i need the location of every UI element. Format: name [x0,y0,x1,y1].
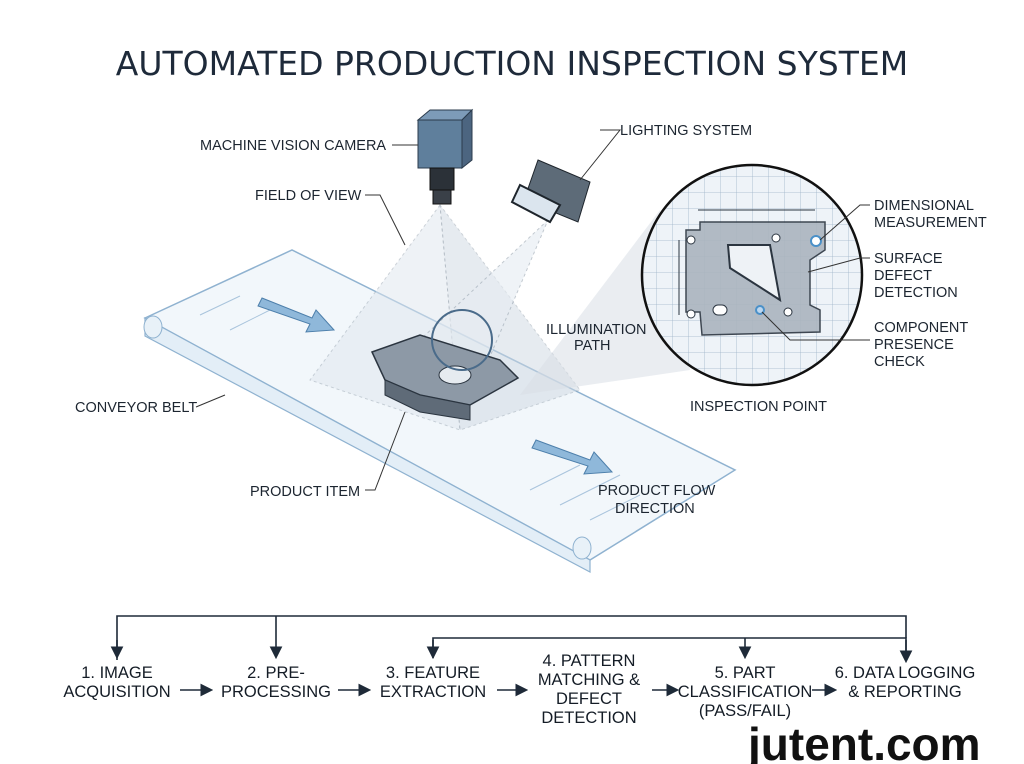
component-presence-label-2: PRESENCE [874,337,954,353]
page-title: AUTOMATED PRODUCTION INSPECTION SYSTEM [116,44,908,83]
flow-step-text: (PASS/FAIL) [699,702,791,720]
flow-step-text: 2. PRE- [247,664,305,682]
machine-vision-camera [416,108,474,205]
left-roller [143,315,163,339]
flow-step-text: 1. IMAGE [81,664,153,682]
conveyor-belt-label: CONVEYOR BELT [75,400,197,416]
flow-step-2: 2. PRE-PROCESSING [221,664,331,701]
surface-defect-label: SURFACE [874,251,943,267]
flow-step-text: PROCESSING [221,683,331,701]
product-item [370,309,520,421]
illumination-path-label-2: PATH [574,338,611,354]
illumination-path-label: ILLUMINATION [546,322,646,338]
watermark: jutent.com [747,718,981,764]
field-of-view-label: FIELD OF VIEW [255,188,362,204]
flow-step-text: 4. PATTERN [543,652,636,670]
lighting-system [510,159,591,224]
leader-lines [195,129,870,491]
field-of-view-cone [309,203,690,431]
flow-arrow-icon [257,297,614,475]
flow-step-6: 6. DATA LOGGING& REPORTING [835,664,976,701]
flow-step-text: CLASSIFICATION [678,683,812,701]
flow-step-text: & REPORTING [848,683,961,701]
flow-step-text: MATCHING & [538,671,640,689]
component-presence-label: COMPONENT [874,320,968,336]
surface-defect-label-3: DETECTION [874,285,958,301]
right-roller [572,536,592,560]
lighting-label: LIGHTING SYSTEM [620,123,752,139]
flow-step-text: 5. PART [715,664,776,682]
product-flow-label: PRODUCT FLOW [598,483,716,499]
flow-step-text: EXTRACTION [380,683,486,701]
dimensional-label: DIMENSIONAL [874,198,974,214]
flow-step-text: 3. FEATURE [386,664,480,682]
product-flow-label-2: DIRECTION [615,501,695,517]
component-presence-label-3: CHECK [874,354,925,370]
flow-step-text: DETECTION [541,709,636,727]
flow-connectors [110,615,913,697]
surface-defect-label-2: DEFECT [874,268,932,284]
flow-step-text: ACQUISITION [63,683,170,701]
camera-label: MACHINE VISION CAMERA [200,138,386,154]
product-item-label: PRODUCT ITEM [250,484,360,500]
inspection-point-magnifier [640,163,864,387]
dimensional-label-2: MEASUREMENT [874,215,987,231]
flow-step-text: 6. DATA LOGGING [835,664,976,682]
flow-step-text: DEFECT [556,690,622,708]
inspection-point-label: INSPECTION POINT [690,399,827,415]
